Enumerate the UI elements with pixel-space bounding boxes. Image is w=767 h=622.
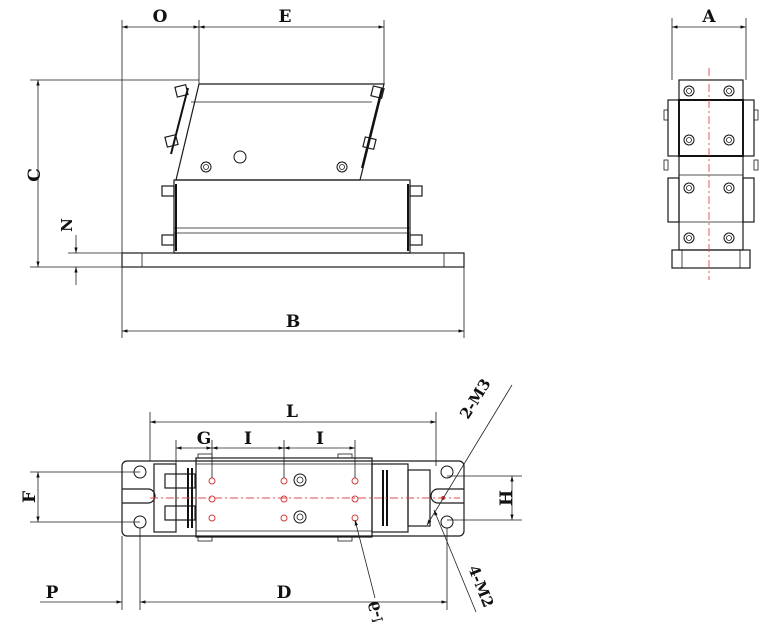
- callout-2m3: 2-M3: [456, 376, 494, 423]
- callout-6m1: 6-M1: [364, 599, 392, 622]
- side-body: [678, 79, 744, 251]
- front-tilted-plate: [175, 83, 385, 181]
- screw-icon: [336, 161, 348, 173]
- dim-label-i-2: I: [316, 429, 324, 449]
- screw-icon: [200, 161, 212, 173]
- dim-label-p: P: [46, 583, 59, 603]
- top-view: L G I I F H P D 2-M3 6-M1: [20, 376, 522, 622]
- dim-label-b: B: [286, 312, 300, 332]
- side-screws: [683, 85, 735, 244]
- top-base-plate: [121, 460, 465, 537]
- dim-label-l: L: [286, 402, 298, 422]
- leader-4m2: [433, 509, 477, 613]
- dim-label-g: G: [197, 429, 212, 449]
- dim-label-i-1: I: [244, 429, 252, 449]
- dim-label-e: E: [279, 7, 292, 27]
- dim-label-c: C: [25, 168, 45, 182]
- dim-label-d: D: [277, 583, 292, 603]
- front-tilt-bolts: [164, 83, 385, 151]
- front-base-plate: [121, 252, 465, 268]
- dim-label-o: O: [153, 7, 168, 27]
- side-view: A: [663, 7, 759, 280]
- m1-holes: [208, 477, 445, 522]
- leader-6m1: [354, 519, 376, 599]
- front-view: O E C N B: [25, 7, 465, 338]
- callout-4m2: 4-M2: [464, 563, 497, 610]
- pin-hole-icon: [233, 150, 247, 164]
- leader-2m3: [426, 384, 513, 526]
- front-lower-block: [173, 179, 411, 254]
- front-side-bolts: [161, 185, 423, 246]
- dim-label-n: N: [58, 218, 76, 232]
- side-base: [671, 249, 751, 269]
- dim-label-f: F: [20, 491, 40, 503]
- dim-label-h: H: [497, 490, 517, 506]
- dim-label-a: A: [701, 7, 716, 27]
